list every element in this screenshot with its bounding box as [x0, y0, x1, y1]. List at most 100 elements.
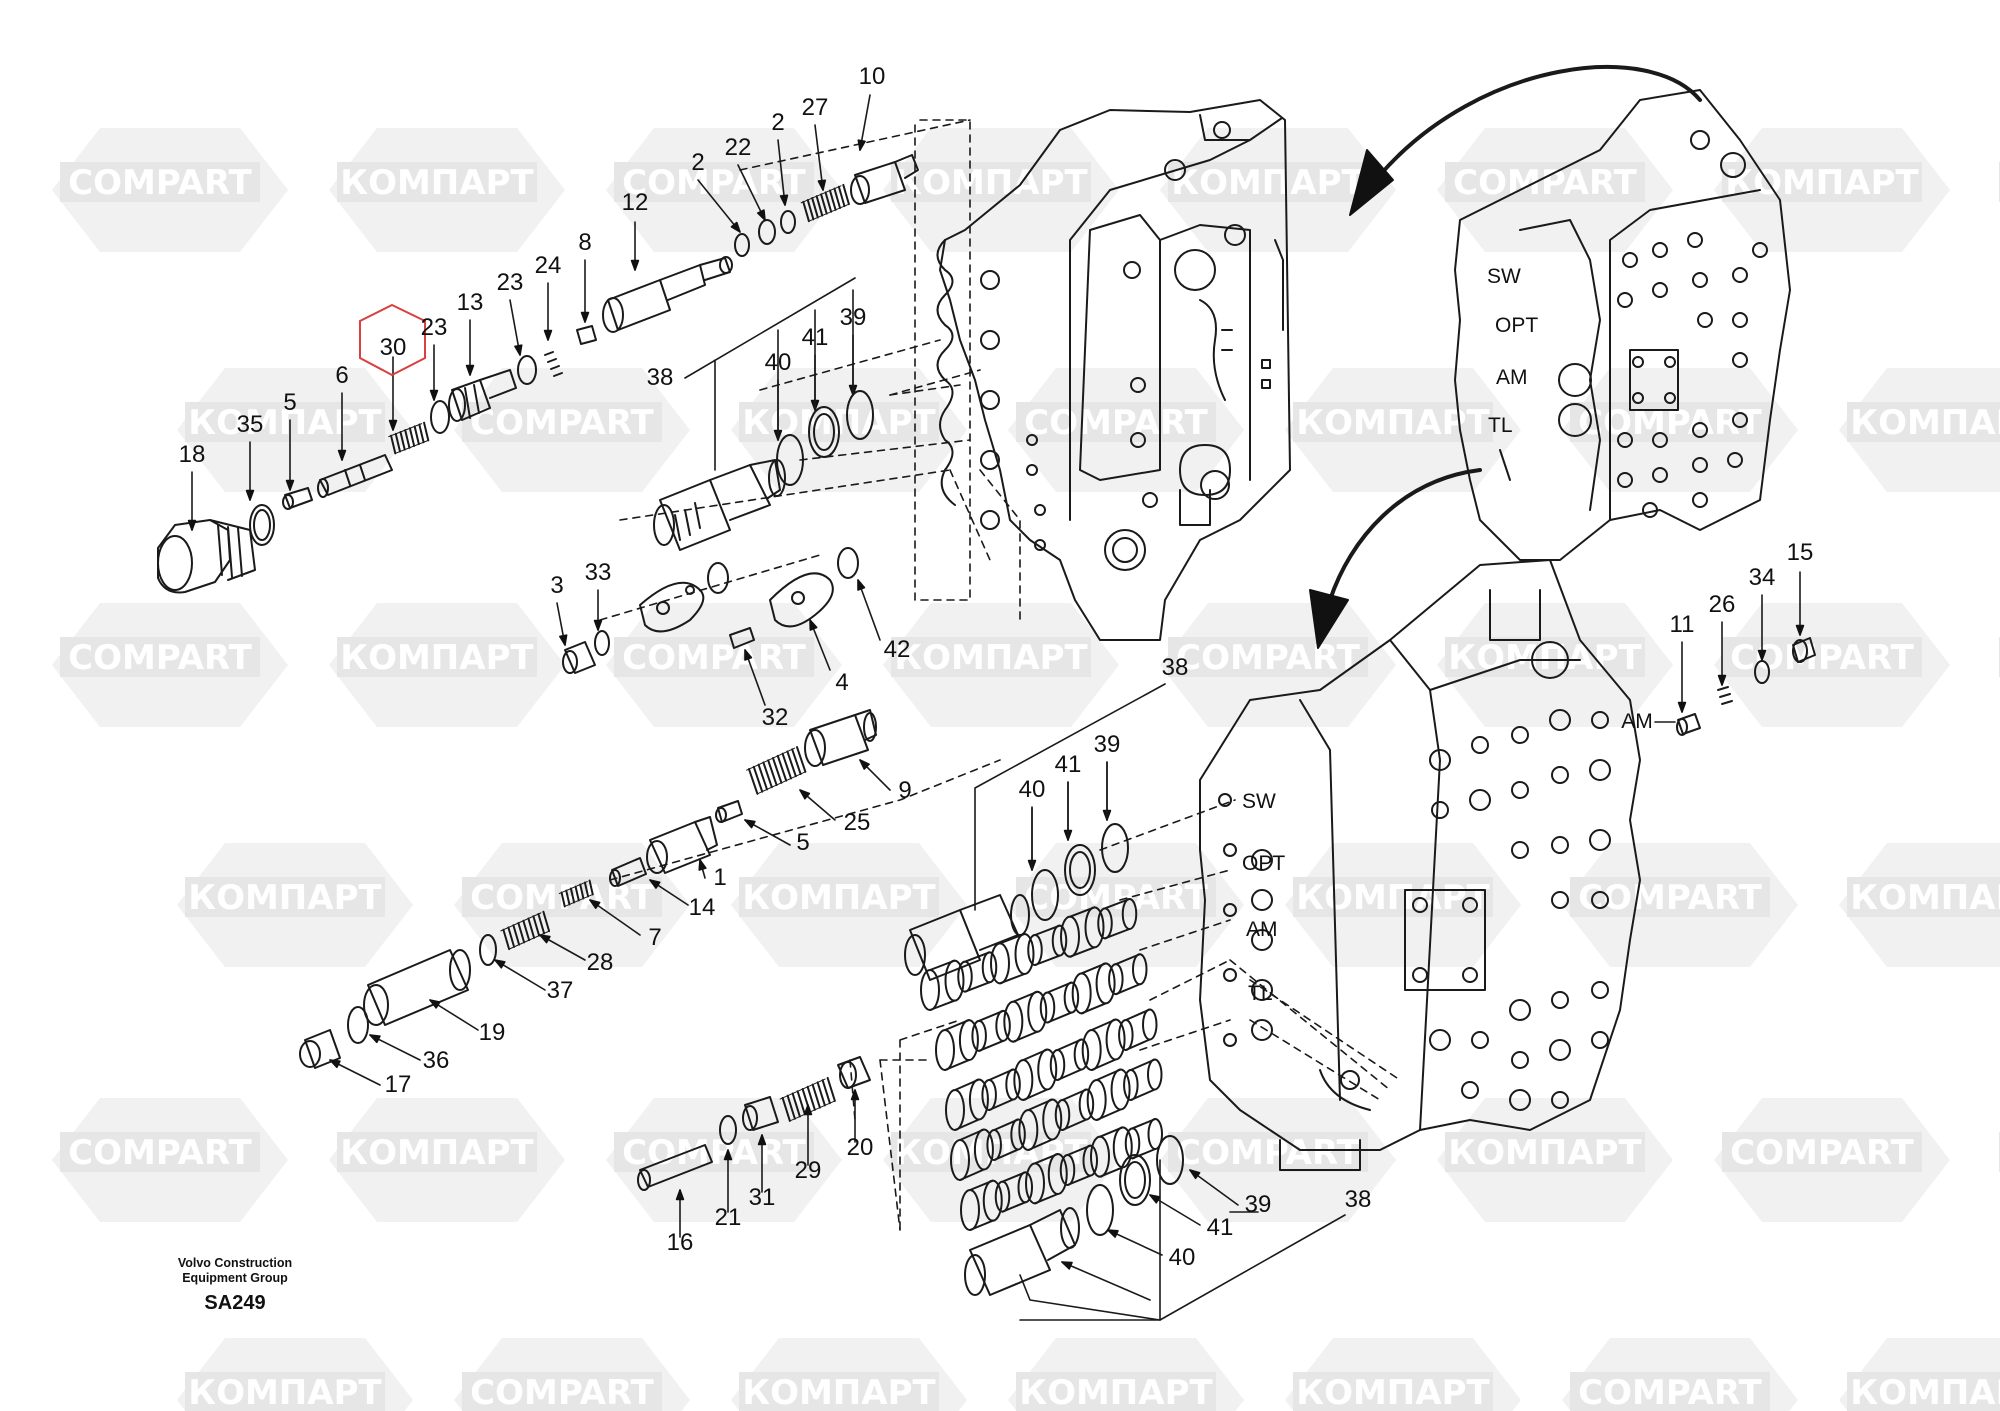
- port-label-lower-sw: SW: [1242, 790, 1276, 813]
- callout-upper-23[interactable]: 23: [497, 269, 524, 296]
- watermark-band: [337, 162, 537, 202]
- watermark-text: COMPART: [1578, 878, 1762, 918]
- callout-lower-39[interactable]: 39: [1094, 731, 1121, 758]
- callout-lower-25[interactable]: 25: [844, 809, 871, 836]
- credit-block: Volvo Construction Equipment Group SA249: [150, 1256, 320, 1315]
- callout-upper-35[interactable]: 35: [237, 411, 264, 438]
- watermark-band: [1016, 402, 1216, 442]
- callout-upper-23[interactable]: 23: [421, 314, 448, 341]
- callout-lower-40[interactable]: 40: [1019, 776, 1046, 803]
- callout-lower-9[interactable]: 9: [898, 777, 911, 804]
- callout-upper-13[interactable]: 13: [457, 289, 484, 316]
- watermark-text: COMPART: [1024, 403, 1208, 443]
- watermark-band: [1168, 637, 1368, 677]
- callout-lower-19[interactable]: 19: [479, 1019, 506, 1046]
- watermark-band: [60, 1132, 260, 1172]
- callout-lower-28[interactable]: 28: [587, 949, 614, 976]
- upper-dashed-leaders: [599, 119, 1021, 621]
- callout-right-15[interactable]: 15: [1787, 539, 1814, 566]
- watermark-band: [185, 402, 385, 442]
- callout-lower-39[interactable]: 39: [1245, 1191, 1272, 1218]
- part-30-spring: [388, 421, 430, 455]
- watermark-text: КОМПАРТ: [1296, 1373, 1490, 1411]
- callout-upper-2[interactable]: 2: [771, 109, 784, 136]
- watermark-band: [1722, 1132, 1922, 1172]
- watermark-text: COMPART: [1578, 1373, 1762, 1411]
- callout-upper-39[interactable]: 39: [840, 304, 867, 331]
- callout-right-26[interactable]: 26: [1709, 591, 1736, 618]
- watermark-text: КОМПАРТ: [188, 878, 382, 918]
- watermark-text: COMPART: [1730, 638, 1914, 678]
- callout-upper-10[interactable]: 10: [859, 63, 886, 90]
- callout-upper-3[interactable]: 3: [550, 572, 563, 599]
- callout-upper-18[interactable]: 18: [179, 441, 206, 468]
- callout-upper-6[interactable]: 6: [335, 362, 348, 389]
- callout-upper-30[interactable]: 30: [380, 334, 407, 361]
- watermark-band: [739, 877, 939, 917]
- callout-leaders: [187, 94, 1805, 1321]
- callout-lower-17[interactable]: 17: [385, 1071, 412, 1098]
- callout-lower-5[interactable]: 5: [796, 829, 809, 856]
- callout-upper-24[interactable]: 24: [535, 252, 562, 279]
- callout-upper-22[interactable]: 22: [725, 134, 752, 161]
- watermark-band: [1445, 1132, 1645, 1172]
- callout-lower-21[interactable]: 21: [715, 1204, 742, 1231]
- watermark-band: [614, 1132, 814, 1172]
- callout-upper-27[interactable]: 27: [802, 94, 829, 121]
- callout-right-34[interactable]: 34: [1749, 564, 1776, 591]
- callout-upper-2[interactable]: 2: [691, 149, 704, 176]
- port-label-upper-tl: TL: [1488, 414, 1513, 437]
- callout-lower-29[interactable]: 29: [795, 1157, 822, 1184]
- callout-lower-31[interactable]: 31: [749, 1184, 776, 1211]
- watermark-text: COMPART: [1453, 163, 1637, 203]
- callout-upper-12[interactable]: 12: [622, 189, 649, 216]
- watermark-text: КОМПАРТ: [894, 163, 1088, 203]
- callout-lower-20[interactable]: 20: [847, 1134, 874, 1161]
- watermark-band: [185, 1372, 385, 1411]
- rotation-arrow-top: [1378, 65, 1702, 177]
- watermark-text: COMPART: [1730, 1133, 1914, 1173]
- callout-lower-38[interactable]: 38: [1345, 1186, 1372, 1213]
- watermark-band: [891, 637, 1091, 677]
- callout-right-11[interactable]: 11: [1670, 611, 1695, 638]
- callout-upper-38[interactable]: 38: [647, 364, 674, 391]
- watermark-text: КОМПАРТ: [188, 1373, 382, 1411]
- callout-lower-40[interactable]: 40: [1169, 1244, 1196, 1271]
- watermark-text: COMPART: [1024, 878, 1208, 918]
- watermark-text: КОМПАРТ: [188, 403, 382, 443]
- callout-lower-38[interactable]: 38: [1162, 654, 1189, 681]
- watermark-band: [1570, 877, 1770, 917]
- callout-upper-5[interactable]: 5: [283, 389, 296, 416]
- watermark-text: КОМПАРТ: [1171, 163, 1365, 203]
- watermark-text: КОМПАРТ: [1850, 1373, 2000, 1411]
- rotation-arrow-middle: [1328, 468, 1482, 602]
- callout-upper-32[interactable]: 32: [762, 704, 789, 731]
- watermark-text: COMPART: [1176, 1133, 1360, 1173]
- callout-lower-36[interactable]: 36: [423, 1047, 450, 1074]
- watermark-text: КОМПАРТ: [1448, 638, 1642, 678]
- watermark-text: КОМПАРТ: [340, 638, 534, 678]
- watermark-text: КОМПАРТ: [894, 638, 1088, 678]
- watermark-band: [60, 162, 260, 202]
- callout-upper-40[interactable]: 40: [765, 349, 792, 376]
- callout-lower-1[interactable]: 1: [713, 864, 726, 891]
- callout-lower-41[interactable]: 41: [1055, 751, 1082, 778]
- callout-upper-33[interactable]: 33: [585, 559, 612, 586]
- callout-upper-4[interactable]: 4: [835, 669, 848, 696]
- callout-lower-37[interactable]: 37: [547, 977, 574, 1004]
- callout-upper-41[interactable]: 41: [802, 324, 829, 351]
- watermark-text: COMPART: [68, 1133, 252, 1173]
- watermark-band: [337, 1132, 537, 1172]
- port-label-lower-opt: OPT: [1242, 852, 1285, 875]
- callout-lower-7[interactable]: 7: [648, 924, 661, 951]
- callout-upper-42[interactable]: 42: [884, 636, 911, 663]
- callout-lower-16[interactable]: 16: [667, 1229, 694, 1256]
- callout-lower-14[interactable]: 14: [689, 894, 716, 921]
- watermark-band: [462, 402, 662, 442]
- lower-hole-grid: [1429, 709, 1611, 1111]
- callout-upper-8[interactable]: 8: [578, 229, 591, 256]
- highlight-hexagon[interactable]: [359, 303, 426, 377]
- lower-valve-body: [1199, 559, 1641, 1171]
- callout-lower-41[interactable]: 41: [1207, 1214, 1234, 1241]
